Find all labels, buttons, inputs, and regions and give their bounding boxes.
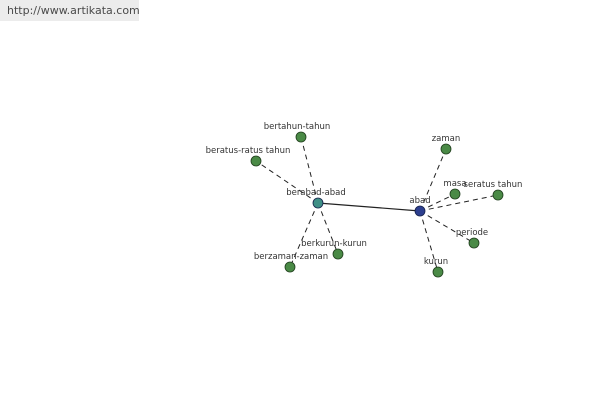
hub-node-abad[interactable]	[414, 205, 426, 217]
node-beratus[interactable]	[250, 155, 262, 167]
node-seratus[interactable]	[492, 189, 504, 201]
node-bertahun[interactable]	[295, 131, 307, 143]
node-berzaman[interactable]	[284, 261, 296, 273]
edge-abad-periode	[419, 210, 475, 244]
node-kurun[interactable]	[432, 266, 444, 278]
node-berkurun[interactable]	[332, 248, 344, 260]
edge-abad-kurun	[419, 210, 439, 273]
graph-nodes	[250, 131, 504, 278]
label-seratus[interactable]: seratus tahun	[464, 180, 523, 190]
label-berzaman[interactable]: berzaman-zaman	[254, 252, 328, 262]
hub-node-berabad[interactable]	[312, 197, 324, 209]
label-bertahun[interactable]: bertahun-tahun	[264, 122, 331, 132]
edge-berabad-bertahun	[300, 136, 319, 204]
hub-label-berabad[interactable]: berabad-abad	[286, 188, 346, 198]
edge-berabad-beratus	[255, 160, 319, 204]
node-zaman[interactable]	[440, 143, 452, 155]
label-periode[interactable]: periode	[456, 228, 488, 238]
edge-berabad-abad	[317, 202, 421, 212]
label-masa[interactable]: masa	[443, 179, 466, 189]
edge-abad-seratus	[419, 194, 499, 212]
label-beratus[interactable]: beratus-ratus tahun	[206, 146, 291, 156]
edge-berabad-berzaman	[289, 202, 319, 268]
source-url-label[interactable]: http://www.artikata.com	[0, 0, 140, 21]
node-masa[interactable]	[449, 188, 461, 200]
edge-abad-masa	[419, 193, 456, 212]
label-kurun[interactable]: kurun	[424, 257, 448, 267]
node-periode[interactable]	[468, 237, 480, 249]
edge-abad-zaman	[419, 148, 447, 212]
edge-berabad-berkurun	[317, 202, 339, 255]
hub-label-abad[interactable]: abad	[409, 196, 430, 206]
label-zaman[interactable]: zaman	[432, 134, 461, 144]
graph-edges	[255, 136, 499, 273]
label-berkurun[interactable]: berkurun-kurun	[301, 239, 367, 249]
